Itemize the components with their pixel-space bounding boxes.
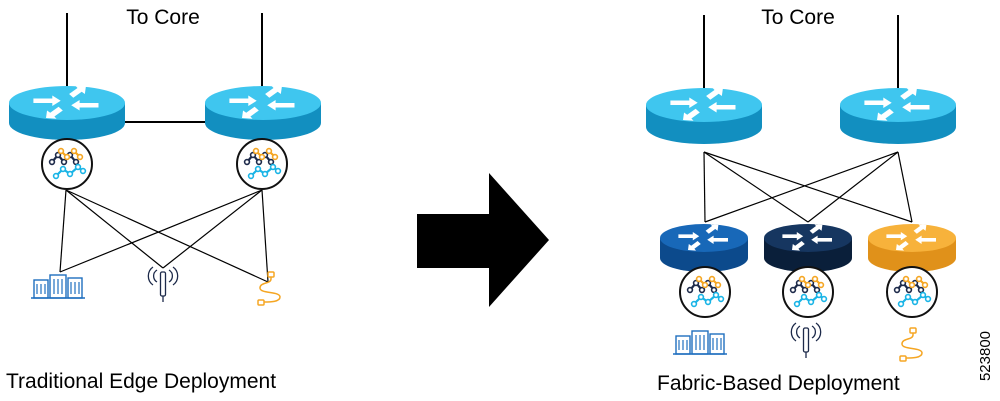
traditional-edge-deployment: To Core [6, 6, 321, 393]
wireless-ap-icon [790, 322, 822, 359]
fabric-node-icon [885, 265, 939, 319]
right-arrow-icon [417, 173, 549, 307]
router-icon [646, 87, 762, 144]
core-label: To Core [761, 6, 835, 29]
router-icon [764, 224, 852, 272]
fabric-node-icon [235, 137, 289, 191]
core-label: To Core [126, 6, 200, 29]
router-icon [205, 85, 321, 140]
figure-id: 523800 [977, 331, 994, 381]
building-icon [672, 330, 728, 355]
fabric-node-icon [781, 265, 835, 319]
left-caption: Traditional Edge Deployment [6, 370, 276, 393]
router-icon [660, 224, 748, 272]
fabric-node-icon [40, 137, 94, 191]
wireless-ap-icon [147, 266, 179, 303]
fabric-links [703, 151, 913, 223]
building-icon [30, 274, 86, 299]
router-icon [840, 87, 956, 144]
router-icon [868, 224, 956, 272]
fabric-based-deployment: To Core [646, 6, 956, 395]
right-caption: Fabric-Based Deployment [657, 372, 900, 395]
iot-cable-icon [257, 271, 281, 306]
router-icon [9, 85, 125, 140]
access-links [59, 121, 269, 283]
iot-cable-icon [899, 327, 923, 362]
fabric-node-icon [678, 265, 732, 319]
